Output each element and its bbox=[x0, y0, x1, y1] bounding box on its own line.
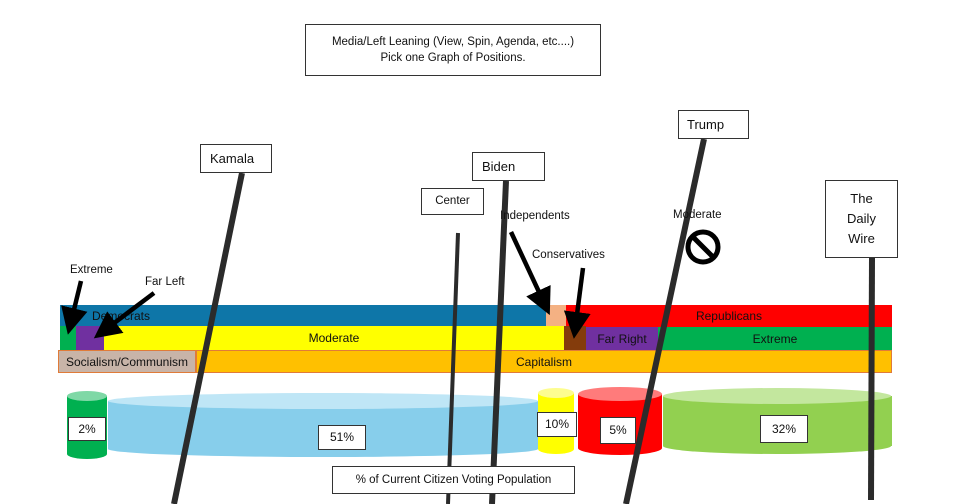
title-box: Media/Left Leaning (View, Spin, Agenda, … bbox=[305, 24, 601, 76]
biden-label: Biden bbox=[472, 152, 545, 181]
band-far-right: Far Right bbox=[586, 327, 658, 350]
title-line-1: Media/Left Leaning (View, Spin, Agenda, … bbox=[331, 36, 575, 48]
band-independents-block bbox=[546, 305, 566, 326]
kamala-label: Kamala bbox=[200, 144, 272, 173]
independents-label: Independents bbox=[500, 210, 570, 222]
moderate-right-label: Moderate bbox=[673, 209, 722, 221]
population-caption: % of Current Citizen Voting Population bbox=[332, 466, 575, 494]
band-moderate-label: Moderate bbox=[308, 331, 360, 345]
title-line-2: Pick one Graph of Positions. bbox=[380, 52, 526, 64]
band-republicans: Republicans bbox=[566, 305, 892, 327]
band-republicans-label: Republicans bbox=[695, 309, 763, 323]
band-socialism: Socialism/Communism bbox=[58, 350, 196, 373]
center-label: Center bbox=[421, 188, 484, 215]
conservatives-label: Conservatives bbox=[532, 249, 605, 261]
band-extreme-right-label: Extreme bbox=[752, 331, 798, 346]
band-socialism-label: Socialism/Communism bbox=[65, 354, 189, 369]
band-capitalism: Capitalism bbox=[196, 350, 892, 373]
far-left-arrow bbox=[93, 291, 156, 339]
extreme-left-label: Extreme bbox=[70, 264, 113, 276]
daily-wire-line bbox=[868, 257, 875, 501]
extreme-arrow bbox=[61, 280, 88, 335]
conservatives-arrow bbox=[563, 267, 591, 339]
band-capitalism-label: Capitalism bbox=[515, 354, 572, 369]
band-extreme-right: Extreme bbox=[658, 327, 892, 350]
trump-label: Trump bbox=[678, 110, 749, 139]
far-left-label: Far Left bbox=[145, 276, 185, 288]
independents-arrow bbox=[508, 231, 551, 316]
biden-line bbox=[489, 180, 509, 504]
band-moderate: Moderate bbox=[104, 326, 564, 350]
cylinder-label-5pct: 5% bbox=[600, 417, 636, 444]
cylinder-label-10pct: 10% bbox=[537, 412, 577, 437]
band-far-right-label: Far Right bbox=[597, 331, 647, 346]
trump-line bbox=[623, 138, 707, 504]
kamala-line bbox=[171, 172, 245, 504]
no-symbol-icon bbox=[685, 229, 721, 265]
cylinder-label-2pct: 2% bbox=[68, 417, 106, 441]
cylinder-label-51pct: 51% bbox=[318, 425, 366, 450]
daily-wire-label: The Daily Wire bbox=[825, 180, 898, 258]
cylinder-label-32pct: 32% bbox=[760, 415, 808, 443]
center-line bbox=[446, 232, 460, 504]
